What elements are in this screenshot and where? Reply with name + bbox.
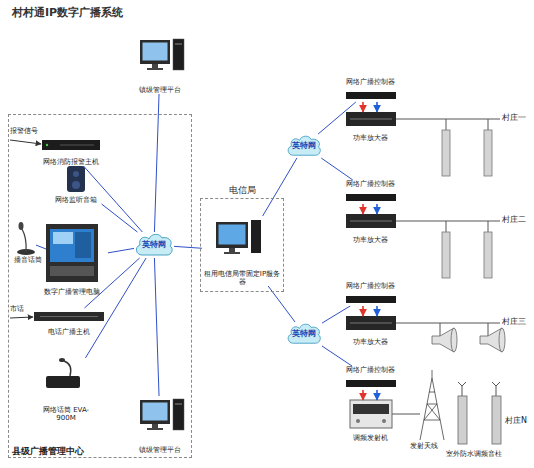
server-node: 租用电信局带固定IP服务器	[202, 216, 282, 286]
device-caption: 租用电信局带固定IP服务器	[202, 270, 282, 286]
village-label: 村庄三	[502, 317, 526, 326]
device-caption: 镇级管理平台	[116, 86, 204, 94]
signal-arrow	[376, 390, 378, 400]
device-caption: 播音话筒	[4, 256, 52, 264]
computer-icon	[216, 220, 261, 254]
signal-label: 报警信号	[10, 127, 38, 135]
village-label: 村庄二	[502, 215, 526, 224]
network-label: 英特网	[286, 329, 322, 338]
signal-label: 市话	[10, 305, 24, 313]
network-link	[318, 102, 356, 134]
device-caption: 功率放大器	[334, 236, 406, 244]
microphone-icon	[46, 358, 80, 388]
network-link	[154, 258, 159, 396]
network-label: 英特网	[286, 141, 322, 150]
device-caption: 数字广播管理电脑	[30, 288, 114, 296]
speaker-icon	[67, 166, 85, 192]
column-speaker	[442, 130, 492, 278]
equipment-label: 室外防水调频音柱	[446, 450, 502, 458]
network-link	[322, 346, 352, 366]
platform-node: 镇级管理平台	[122, 396, 198, 454]
signal-arrow	[376, 306, 378, 316]
computer-icon	[140, 399, 184, 430]
device-node: 网络消防报警主机	[34, 138, 108, 166]
network-cloud: 英特网	[286, 322, 322, 346]
equipment-label: 发射天线	[410, 442, 438, 450]
device-caption: 功率放大器	[334, 338, 406, 346]
signal-arrow	[362, 306, 364, 316]
network-link	[36, 245, 46, 249]
network-link	[321, 158, 353, 180]
diagram-title: 村村通IP数字广播系统	[12, 5, 123, 20]
device-node: 数字广播管理电脑	[36, 222, 108, 296]
signal-arrow	[376, 102, 378, 112]
device-caption: 电话广播主机	[24, 328, 114, 336]
amplifier-node: 功率放大器	[340, 316, 400, 346]
network-link	[108, 248, 134, 252]
computer-rack	[46, 224, 98, 282]
controller-node: 网络广播控制器	[340, 180, 400, 204]
horn-speaker	[432, 328, 505, 352]
telecom-group: 电信局租用电信局带固定IP服务器	[200, 198, 284, 292]
amplifier-device	[346, 112, 396, 330]
rack-device	[34, 312, 104, 321]
network-label: 英特网	[134, 240, 174, 249]
signal-arrow	[362, 102, 364, 112]
network-link	[263, 158, 297, 216]
transmitter-node: 调频发射机	[340, 400, 400, 442]
rack-device	[42, 140, 100, 150]
signal-arrow	[376, 204, 378, 214]
network-link	[85, 258, 146, 358]
network-link	[102, 204, 138, 232]
center-group: 县级广播管理中心网络消防报警主机网络监听音箱播音话筒数字广播管理电脑电话广播主机…	[8, 114, 192, 458]
microphone-icon	[17, 222, 35, 255]
device-caption: 网络广播控制器	[334, 180, 406, 188]
device-node: 播音话筒	[10, 220, 46, 264]
device-caption: 网络消防报警主机	[28, 158, 114, 166]
speaker-wire	[392, 119, 500, 414]
device-node: 网络监听音箱	[44, 164, 108, 204]
amplifier-node: 功率放大器	[340, 214, 400, 244]
antenna-tower	[420, 370, 444, 440]
signal-arrow	[362, 204, 364, 214]
device-caption: 调频发射机	[334, 434, 406, 442]
controller-node: 网络广播控制器	[340, 282, 400, 306]
controller-node: 网络广播控制器	[340, 78, 400, 102]
signal-arrow	[10, 317, 33, 318]
signal-arrow	[362, 390, 364, 400]
network-link	[174, 246, 202, 248]
network-cloud: 英特网	[286, 134, 322, 158]
device-caption: 网络话筒 EVA-900M	[38, 406, 94, 422]
transmitter-device	[350, 400, 392, 428]
fm-column-speaker	[458, 382, 501, 444]
device-caption: 网络监听音箱	[38, 196, 114, 204]
controller-node: 网络广播控制器	[340, 366, 400, 390]
village-label: 村庄N	[505, 416, 527, 425]
device-caption: 网络广播控制器	[334, 78, 406, 86]
amplifier-node: 功率放大器	[340, 112, 400, 142]
device-caption: 网络广播控制器	[334, 282, 406, 290]
network-link	[322, 306, 350, 323]
network-cloud: 英特网	[134, 232, 174, 258]
device-node: 电话广播主机	[30, 308, 108, 336]
platform-node: 镇级管理平台	[122, 36, 198, 94]
device-caption: 镇级管理平台	[116, 446, 204, 454]
group-label: 县级广播管理中心	[12, 446, 84, 456]
signal-arrow	[10, 140, 41, 144]
device-node: 网络话筒 EVA-900M	[38, 358, 94, 422]
group-label: 电信局	[201, 185, 283, 195]
computer-icon	[140, 39, 184, 70]
device-caption: 功率放大器	[334, 134, 406, 142]
village-label: 村庄一	[502, 113, 526, 122]
device-caption: 网络广播控制器	[334, 366, 406, 374]
